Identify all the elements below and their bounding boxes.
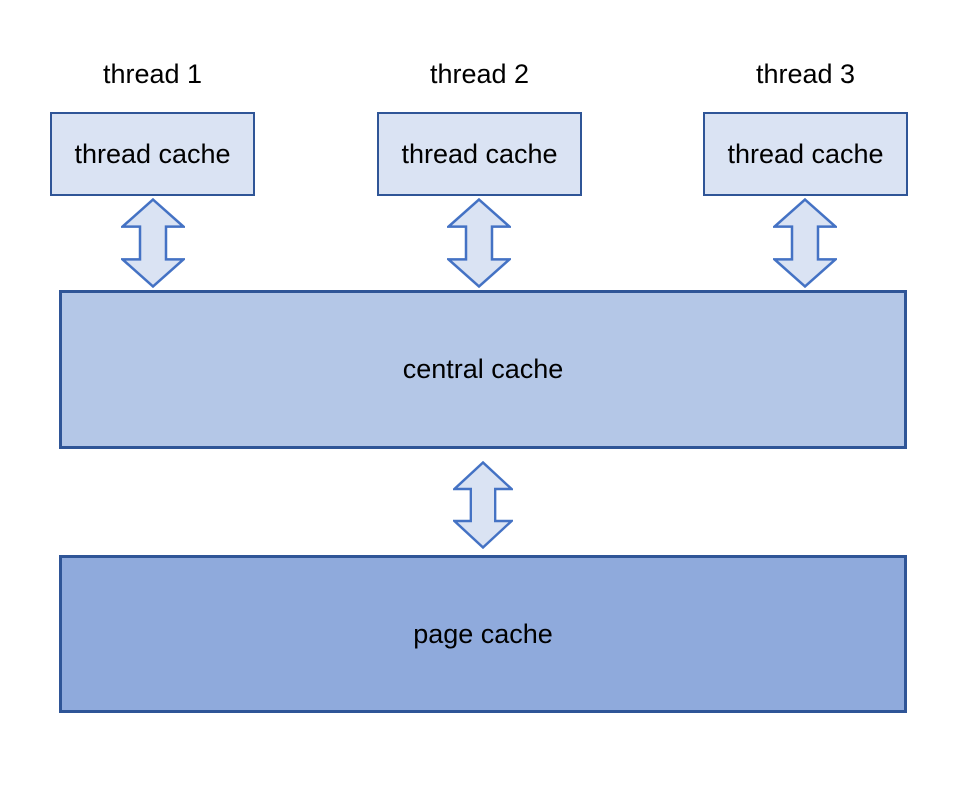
bidirectional-arrow-icon xyxy=(121,198,185,288)
thread-1-label: thread 1 xyxy=(102,59,203,89)
thread-2-label: thread 2 xyxy=(429,59,530,89)
bidirectional-arrow-icon xyxy=(453,461,513,549)
thread-cache-box-1: thread cache xyxy=(50,112,255,196)
thread-cache-box-2: thread cache xyxy=(377,112,582,196)
central-cache-box: central cache xyxy=(59,290,907,449)
bidirectional-arrow-icon xyxy=(773,198,837,288)
page-cache-box: page cache xyxy=(59,555,907,713)
thread-cache-box-3: thread cache xyxy=(703,112,908,196)
thread-3-label: thread 3 xyxy=(755,59,856,89)
bidirectional-arrow-icon xyxy=(447,198,511,288)
